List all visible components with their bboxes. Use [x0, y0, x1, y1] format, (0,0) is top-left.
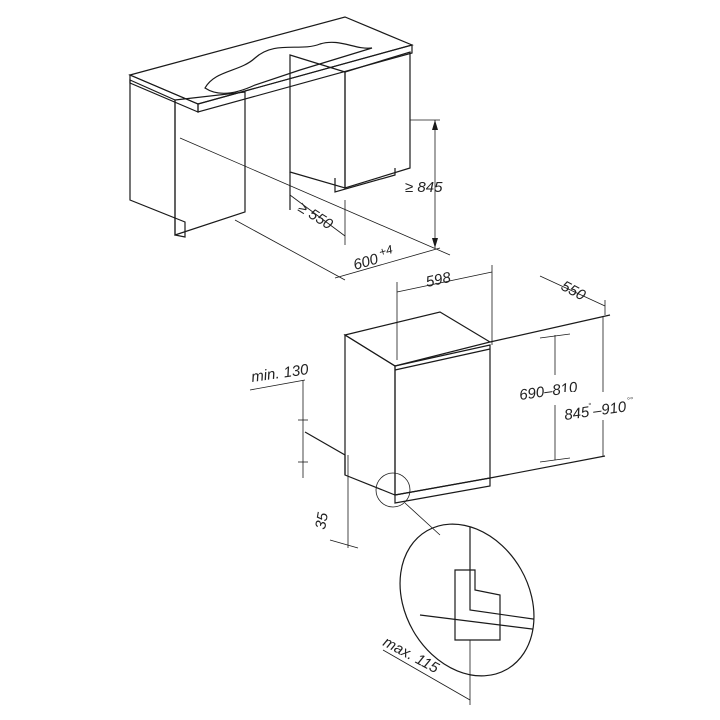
left-cabinet-side: [174, 91, 246, 236]
dishwasher-top: [343, 311, 492, 367]
plinth-min-label: min. 130: [250, 361, 310, 386]
appliance-width-label: 598: [424, 269, 453, 291]
niche-height-max-label: –910: [591, 398, 628, 420]
niche-height-label: ≥ 845: [405, 179, 443, 196]
appliance-depth-label: 550: [558, 278, 589, 305]
niche-height-min-label: 845: [563, 404, 591, 424]
right-cabinet-front: [344, 51, 411, 189]
countertop-cutout: [204, 41, 373, 94]
dishwasher-door: [394, 344, 491, 496]
niche-height-sup1: °: [588, 401, 593, 410]
appliance-dimensions: 598 550 690–810 845 ° –910 °° min. 130 3…: [249, 265, 660, 705]
right-cabinet-side: [289, 54, 346, 189]
niche-depth-label: ≥ 550: [295, 199, 336, 234]
kitchen-niche: [128, 16, 414, 238]
niche-width-tolerance: +4: [377, 242, 394, 259]
niche-width-label: 600: [351, 250, 380, 273]
countertop: [128, 16, 414, 105]
detail-magnifier: [399, 523, 535, 677]
left-cabinet-front: [129, 79, 176, 219]
niche-height-sup2: °°: [626, 395, 634, 405]
dishwasher-side: [344, 333, 396, 496]
detail-marker: [375, 472, 411, 508]
plinth-depth-label: 35: [312, 511, 332, 531]
countertop-edge-left: [129, 74, 199, 113]
countertop-edge: [197, 44, 413, 113]
right-cabinet-plinth: [334, 168, 396, 193]
left-cabinet-plinth: [174, 217, 186, 238]
dishwasher-plinth: [394, 477, 491, 504]
